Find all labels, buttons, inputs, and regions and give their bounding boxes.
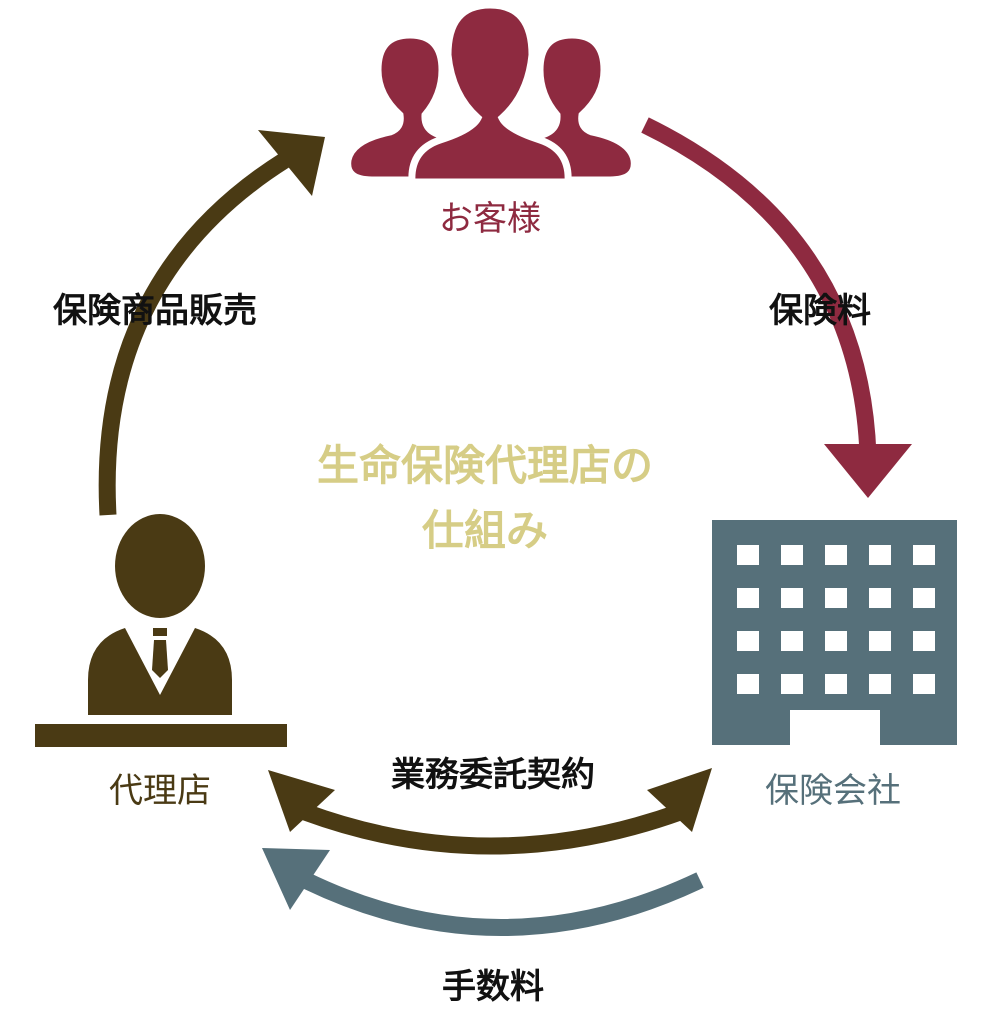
agency-label: 代理店: [109, 771, 211, 811]
commission-label: 手数料: [442, 967, 544, 1007]
window-icon: [913, 631, 935, 651]
window-icon: [913, 674, 935, 694]
premium-label: 保険料: [769, 291, 871, 331]
window-icon: [825, 545, 847, 565]
window-icon: [869, 631, 891, 651]
window-icon: [869, 588, 891, 608]
commission-arrow: [262, 848, 704, 936]
sales-label: 保険商品販売: [53, 291, 257, 331]
window-icon: [825, 674, 847, 694]
customer-label: お客様: [439, 199, 541, 239]
customers-icon: [344, 1, 638, 186]
window-icon: [781, 674, 803, 694]
contract-label: 業務委託契約: [391, 755, 595, 795]
window-icon: [737, 674, 759, 694]
diagram-title-line2: 仕組み: [422, 506, 548, 555]
window-icon: [869, 674, 891, 694]
window-icon: [737, 545, 759, 565]
window-icon: [825, 588, 847, 608]
window-icon: [781, 588, 803, 608]
window-icon: [913, 588, 935, 608]
building-icon: [712, 520, 957, 745]
window-icon: [781, 545, 803, 565]
window-icon: [737, 631, 759, 651]
insurer-label: 保険会社: [765, 771, 901, 811]
window-icon: [869, 545, 891, 565]
window-icon: [913, 545, 935, 565]
window-icon: [781, 631, 803, 651]
window-icon: [737, 588, 759, 608]
premium-arrow: [641, 117, 912, 498]
desk-icon: [35, 724, 287, 747]
contract-double-arrow: [268, 768, 712, 855]
agency-person-icon: [35, 514, 287, 747]
diagram-title-line1: 生命保険代理店の: [317, 441, 653, 490]
sales-arrow: [98, 130, 325, 516]
window-icon: [825, 631, 847, 651]
